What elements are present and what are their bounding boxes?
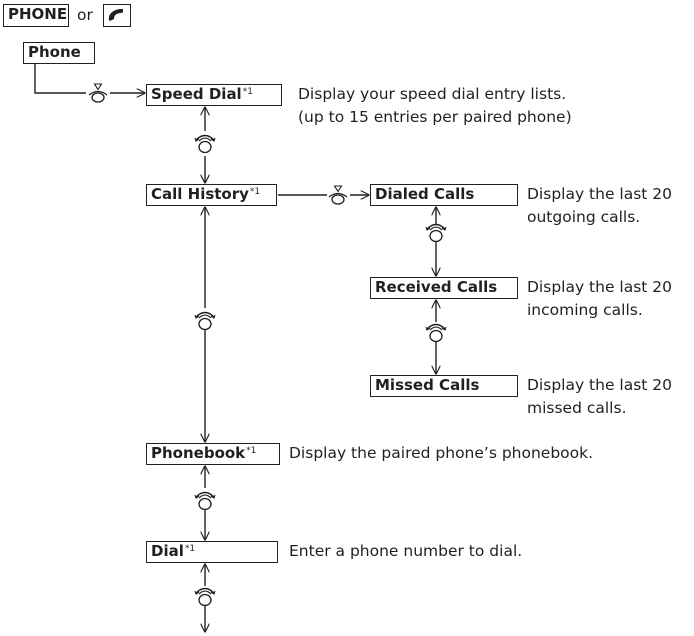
- dialed-calls-label: Dialed Calls: [375, 185, 475, 203]
- dialed-calls-box: Dialed Calls: [370, 184, 518, 206]
- dialed-calls-desc-1: Display the last 20: [527, 185, 673, 203]
- call-history-box: Call History*1: [146, 184, 277, 206]
- call-history-label: Call History: [151, 185, 249, 203]
- received-calls-box: Received Calls: [370, 277, 518, 299]
- dialed-calls-desc-2: outgoing calls.: [527, 208, 641, 226]
- speed-dial-desc-2: (up to 15 entries per paired phone): [298, 108, 572, 126]
- phonebook-box: Phonebook*1: [146, 443, 280, 465]
- rotate-knob-icon: [194, 311, 216, 331]
- dial-footnote: *1: [184, 544, 196, 554]
- received-calls-desc-2: incoming calls.: [527, 301, 643, 319]
- received-calls-label: Received Calls: [375, 278, 498, 296]
- phone-handset-icon: [103, 4, 131, 27]
- phonebook-footnote: *1: [246, 446, 257, 456]
- phone-button-text: PHONE: [8, 5, 68, 23]
- phone-menu-label: Phone: [28, 43, 81, 61]
- press-knob-icon: [328, 185, 348, 205]
- dial-box: Dial*1: [146, 541, 278, 563]
- press-knob-icon: [88, 83, 108, 103]
- missed-calls-box: Missed Calls: [370, 375, 518, 397]
- call-history-footnote: *1: [249, 187, 261, 197]
- phonebook-label: Phonebook: [151, 444, 246, 462]
- dial-desc: Enter a phone number to dial.: [289, 542, 523, 560]
- received-calls-desc-1: Display the last 20: [527, 278, 673, 296]
- rotate-knob-icon: [194, 491, 216, 511]
- missed-calls-desc-1: Display the last 20: [527, 376, 673, 394]
- speed-dial-footnote: *1: [242, 87, 253, 97]
- rotate-knob-icon: [194, 587, 216, 607]
- missed-calls-label: Missed Calls: [375, 376, 480, 394]
- or-text: or: [77, 6, 93, 24]
- phone-menu-box: Phone: [23, 42, 95, 64]
- rotate-knob-icon: [425, 223, 447, 243]
- rotate-knob-icon: [194, 134, 216, 154]
- phonebook-desc: Display the paired phone’s phonebook.: [289, 444, 594, 462]
- speed-dial-label: Speed Dial: [151, 85, 242, 103]
- speed-dial-desc-1: Display your speed dial entry lists.: [298, 85, 567, 103]
- dial-label: Dial: [151, 542, 184, 560]
- phone-button-label: PHONE: [3, 4, 69, 27]
- rotate-knob-icon: [425, 323, 447, 343]
- missed-calls-desc-2: missed calls.: [527, 399, 627, 417]
- root-connector: [34, 64, 86, 94]
- speed-dial-box: Speed Dial*1: [146, 84, 282, 106]
